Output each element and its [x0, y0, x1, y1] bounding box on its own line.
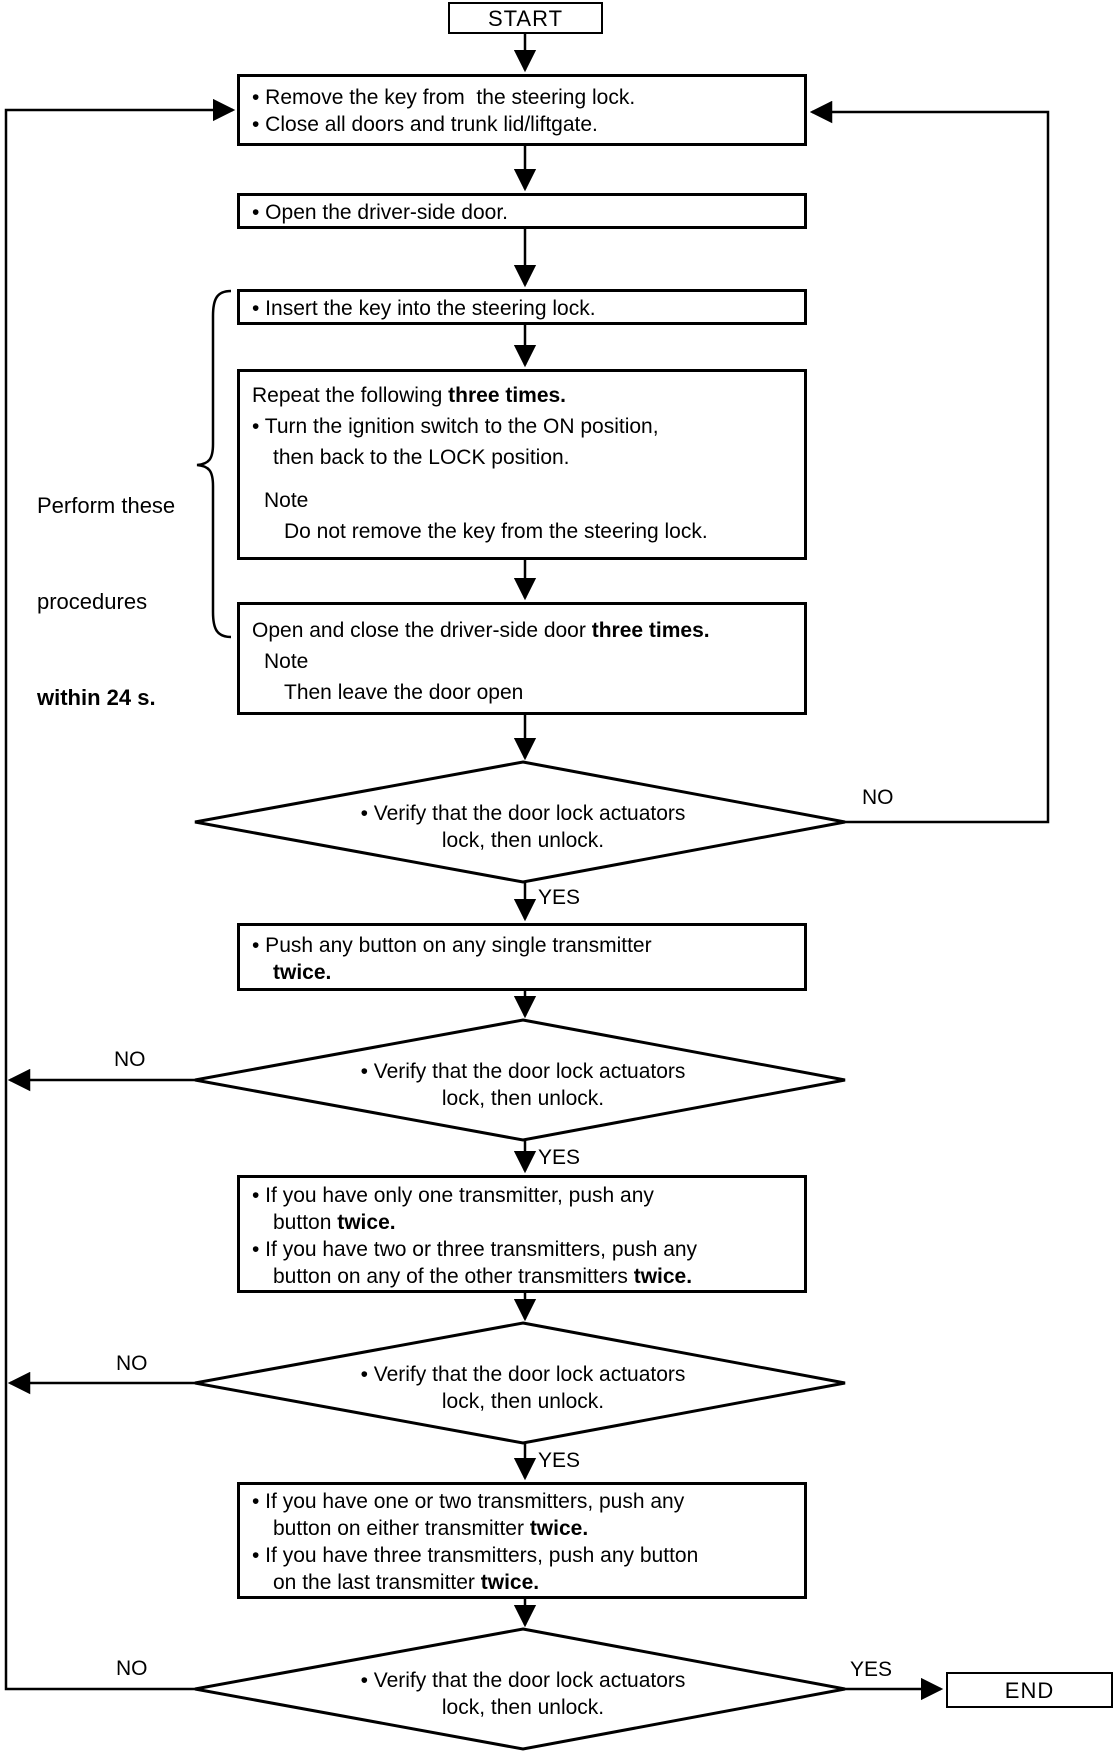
- timing-note: Perform these procedures within 24 s.: [37, 493, 176, 710]
- yes-label-1: YES: [538, 886, 581, 909]
- end-terminal: END: [946, 1672, 1113, 1708]
- note-body: Then leave the door open: [284, 681, 524, 704]
- timing-brace: [196, 289, 232, 639]
- process-box-remove-key: • Remove the key from the steering lock.…: [237, 74, 807, 146]
- step-line: button twice.: [273, 1211, 396, 1234]
- step-line: • If you have two or three transmitters,…: [252, 1238, 698, 1261]
- yes-label-2: YES: [538, 1146, 581, 1169]
- step-line: button on any of the other transmitters …: [273, 1265, 693, 1288]
- decision-diamond-2: [194, 1018, 846, 1142]
- decision-text-4: • Verify that the door lock actuators lo…: [360, 1669, 686, 1719]
- no-loop-left: [4, 98, 236, 1691]
- start-terminal: START: [448, 2, 603, 34]
- yes-label-4: YES: [850, 1658, 893, 1681]
- step-line: • Remove the key from the steering lock.: [252, 86, 636, 109]
- decision-diamond-4: [194, 1627, 846, 1751]
- process-box-ignition-cycle: Repeat the following three times. • Turn…: [237, 369, 807, 560]
- decision-text-1: • Verify that the door lock actuators lo…: [360, 802, 686, 852]
- no-label-2: NO: [114, 1048, 146, 1071]
- step-line: then back to the LOCK position.: [273, 446, 570, 469]
- step-line: twice.: [273, 961, 332, 984]
- process-box-last-transmitter: • If you have one or two transmitters, p…: [237, 1482, 807, 1599]
- step-line: • If you have one or two transmitters, p…: [252, 1490, 685, 1513]
- step-line: • Turn the ignition switch to the ON pos…: [252, 415, 659, 438]
- end-label: END: [1004, 1677, 1055, 1703]
- no-loop-right: [809, 100, 1050, 824]
- step-line: • Insert the key into the steering lock.: [252, 297, 596, 320]
- step-line: • Open the driver-side door.: [252, 201, 508, 224]
- step-line: Repeat the following three times.: [252, 384, 567, 407]
- step-line: • If you have only one transmitter, push…: [252, 1184, 654, 1207]
- yes-label-3: YES: [538, 1449, 581, 1472]
- note-label: Note: [264, 650, 309, 673]
- process-box-open-close-door: Open and close the driver-side door thre…: [237, 602, 807, 715]
- step-line: • If you have three transmitters, push a…: [252, 1544, 699, 1567]
- no-label-3: NO: [116, 1352, 148, 1375]
- process-box-other-transmitters: • If you have only one transmitter, push…: [237, 1175, 807, 1293]
- process-box-insert-key: • Insert the key into the steering lock.: [237, 289, 807, 325]
- step-line: Open and close the driver-side door thre…: [252, 619, 710, 642]
- decision-text-3: • Verify that the door lock actuators lo…: [360, 1363, 686, 1413]
- step-line: • Push any button on any single transmit…: [252, 934, 652, 957]
- decision-text-2: • Verify that the door lock actuators lo…: [360, 1060, 686, 1110]
- note-body: Do not remove the key from the steering …: [284, 520, 708, 543]
- no-label-1: NO: [862, 786, 894, 809]
- process-box-open-door: • Open the driver-side door.: [237, 193, 807, 229]
- start-label: START: [487, 5, 564, 31]
- step-line: on the last transmitter twice.: [273, 1571, 540, 1594]
- step-line: button on either transmitter twice.: [273, 1517, 589, 1540]
- decision-diamond-1: [194, 760, 846, 884]
- note-label: Note: [264, 489, 309, 512]
- step-line: • Close all doors and trunk lid/liftgate…: [252, 113, 598, 136]
- decision-diamond-3: [194, 1321, 846, 1445]
- process-box-push-single-transmitter: • Push any button on any single transmit…: [237, 923, 807, 991]
- no-label-4: NO: [116, 1657, 148, 1680]
